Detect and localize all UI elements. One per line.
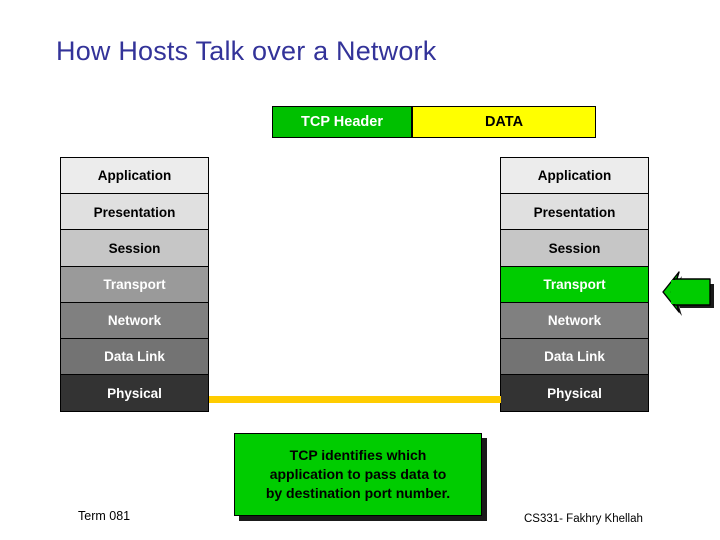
callout-line-2: application to pass data to xyxy=(269,466,447,483)
callout-line-1: TCP identifies which xyxy=(289,447,427,464)
osi-layer-right-session: Session xyxy=(500,229,649,267)
osi-layer-left-presentation: Presentation xyxy=(60,193,209,231)
osi-layer-right-physical: Physical xyxy=(500,374,649,412)
packet-diagram: TCP Header DATA xyxy=(272,106,596,138)
footer-course-label: CS331- Fakhry Khellah xyxy=(524,513,643,525)
osi-stack-left: Application Presentation Session Transpo… xyxy=(60,157,209,412)
osi-layer-left-transport: Transport xyxy=(60,265,209,304)
arrow-left-icon xyxy=(662,271,714,316)
osi-layer-right-datalink: Data Link xyxy=(500,338,649,376)
osi-layer-left-network: Network xyxy=(60,301,209,340)
osi-layer-right-network: Network xyxy=(500,301,649,340)
osi-layer-right-application: Application xyxy=(500,157,649,195)
footer-term-label: Term 081 xyxy=(78,509,131,523)
osi-layer-right-transport: Transport xyxy=(500,265,649,304)
packet-segment-tcp-header: TCP Header xyxy=(272,106,412,138)
page-title: How Hosts Talk over a Network xyxy=(56,36,437,66)
packet-segment-data: DATA xyxy=(412,106,596,138)
osi-layer-left-datalink: Data Link xyxy=(60,338,209,376)
osi-layer-left-session: Session xyxy=(60,229,209,267)
osi-stack-right: Application Presentation Session Transpo… xyxy=(500,157,649,412)
callout-line-3: by destination port number. xyxy=(265,484,451,501)
osi-layer-left-application: Application xyxy=(60,157,209,195)
physical-medium-wire xyxy=(209,396,501,403)
osi-layer-left-physical: Physical xyxy=(60,374,209,412)
osi-layer-right-presentation: Presentation xyxy=(500,193,649,231)
callout-box: TCP identifies which application to pass… xyxy=(234,433,482,516)
